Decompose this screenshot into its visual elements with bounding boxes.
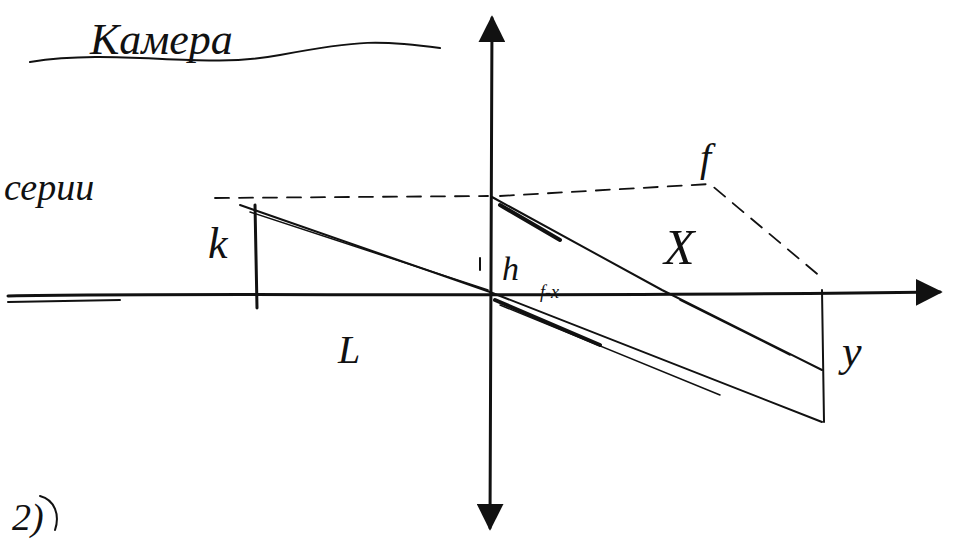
height-label: h — [502, 252, 519, 286]
note-label: серии — [4, 168, 94, 206]
dashed-line — [215, 196, 488, 198]
distance-label: f-x — [540, 283, 559, 301]
optical-axis — [8, 292, 940, 296]
height-label: k — [208, 222, 228, 266]
image-line — [822, 290, 824, 422]
ray — [240, 205, 822, 422]
ray-shading — [250, 212, 488, 290]
object-line — [255, 205, 257, 308]
ray-shading — [500, 205, 560, 240]
dashed-line — [500, 184, 822, 278]
ray — [492, 197, 822, 370]
axis-stroke — [8, 300, 120, 302]
point-label: X — [664, 222, 695, 272]
distance-label: L — [338, 330, 360, 370]
ray-shading — [680, 300, 790, 355]
ray-shading — [495, 300, 600, 345]
tick — [479, 258, 481, 270]
ray-shading — [500, 305, 720, 395]
callout-number: 2) — [12, 498, 44, 536]
focus-label: f — [700, 138, 711, 178]
title-label: Камера — [90, 18, 233, 62]
lens — [490, 18, 492, 528]
height-label: y — [842, 330, 862, 374]
